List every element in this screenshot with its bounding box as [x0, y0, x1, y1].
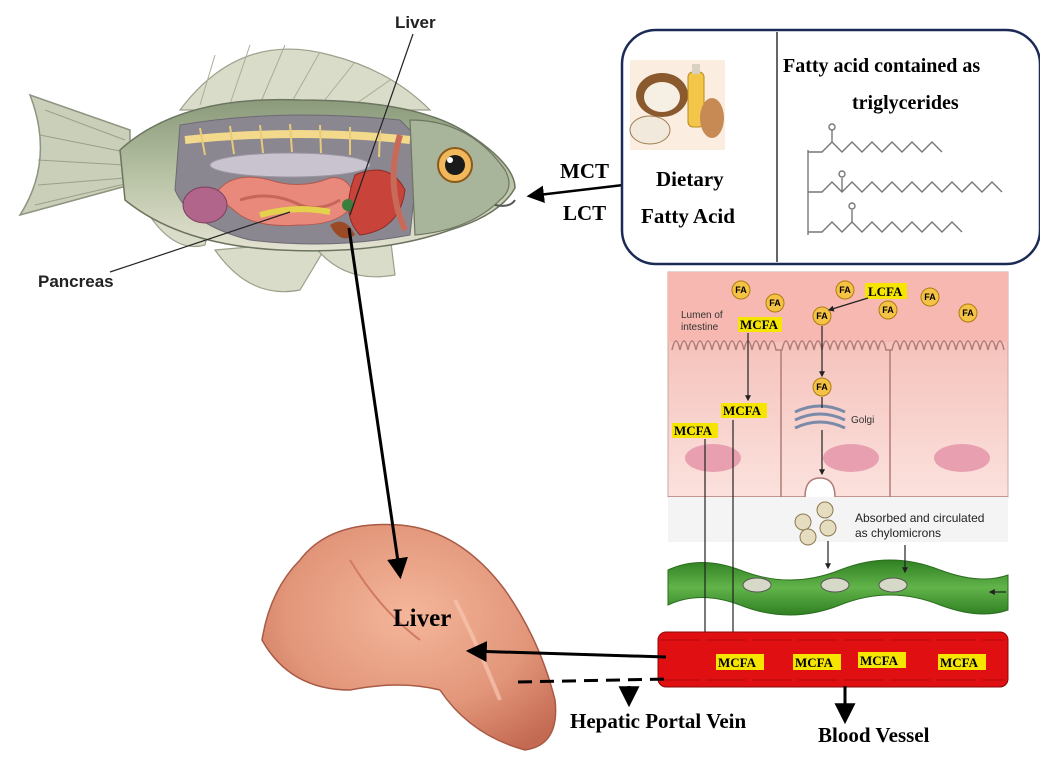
- dietary-label-line1: Dietary: [656, 167, 724, 191]
- fa-molecule: FA: [732, 281, 750, 299]
- svg-text:MCFA: MCFA: [740, 317, 779, 332]
- svg-text:MCFA: MCFA: [723, 403, 762, 418]
- chylomicron-label-line2: as chylomicrons: [855, 526, 941, 540]
- svg-text:LCFA: LCFA: [868, 284, 903, 299]
- lumen-label-line1: Lumen of: [681, 310, 723, 321]
- svg-text:MCFA: MCFA: [718, 655, 757, 670]
- svg-text:FA: FA: [839, 285, 851, 295]
- chylomicron-label-line1: Absorbed and circulated: [855, 511, 984, 525]
- fish-to-liver-arrow: [349, 228, 400, 575]
- fa-molecule: FA: [766, 294, 784, 312]
- triglyceride-title-line1: Fatty acid contained as: [783, 55, 980, 77]
- liver-organ-label: Liver: [393, 605, 451, 632]
- mcfa-tag-vessel-3: MCFA: [858, 652, 906, 668]
- mcfa-tag-vessel-2: MCFA: [793, 654, 841, 670]
- golgi-label: Golgi: [851, 415, 874, 426]
- svg-text:FA: FA: [816, 382, 828, 392]
- fish-illustration: [20, 45, 515, 292]
- mcfa-tag-cell-1: MCFA: [721, 403, 767, 418]
- svg-text:MCFA: MCFA: [940, 655, 979, 670]
- svg-text:FA: FA: [924, 292, 936, 302]
- mcfa-tag-lumen: MCFA: [738, 317, 782, 332]
- intestine-section: [668, 272, 1008, 615]
- svg-text:FA: FA: [882, 305, 894, 315]
- hepatic-portal-vein-label: Hepatic Portal Vein: [570, 709, 746, 733]
- mcfa-tag-cell-2: MCFA: [672, 423, 718, 438]
- lct-label: LCT: [563, 201, 606, 225]
- mct-label: MCT: [560, 159, 609, 183]
- fish-liver-label: Liver: [395, 13, 436, 32]
- svg-text:MCFA: MCFA: [674, 423, 713, 438]
- fa-molecule: FA: [836, 281, 854, 299]
- mcfa-tag-vessel-1: MCFA: [716, 654, 764, 670]
- dietary-food-photo: [630, 60, 725, 150]
- fa-molecule: FA: [959, 304, 977, 322]
- fa-molecule: FA: [813, 307, 831, 325]
- liver-organ-photo: [262, 524, 556, 750]
- svg-text:MCFA: MCFA: [795, 655, 834, 670]
- fa-molecule: FA: [921, 288, 939, 306]
- svg-text:FA: FA: [735, 285, 747, 295]
- lcfa-tag: LCFA: [865, 283, 907, 299]
- blood-vessel-label: Blood Vessel: [818, 723, 930, 747]
- dietary-label-line2: Fatty Acid: [641, 204, 735, 228]
- fa-molecule: FA: [879, 301, 897, 319]
- mcfa-tag-vessel-4: MCFA: [938, 654, 986, 670]
- triglyceride-title-line2: triglycerides: [852, 92, 959, 114]
- fa-molecule: FA: [813, 378, 831, 396]
- svg-text:MCFA: MCFA: [860, 653, 899, 668]
- pancreas-label: Pancreas: [38, 272, 114, 291]
- lumen-label-line2: intestine: [681, 322, 719, 333]
- svg-text:FA: FA: [816, 311, 828, 321]
- svg-text:FA: FA: [962, 308, 974, 318]
- svg-text:FA: FA: [769, 298, 781, 308]
